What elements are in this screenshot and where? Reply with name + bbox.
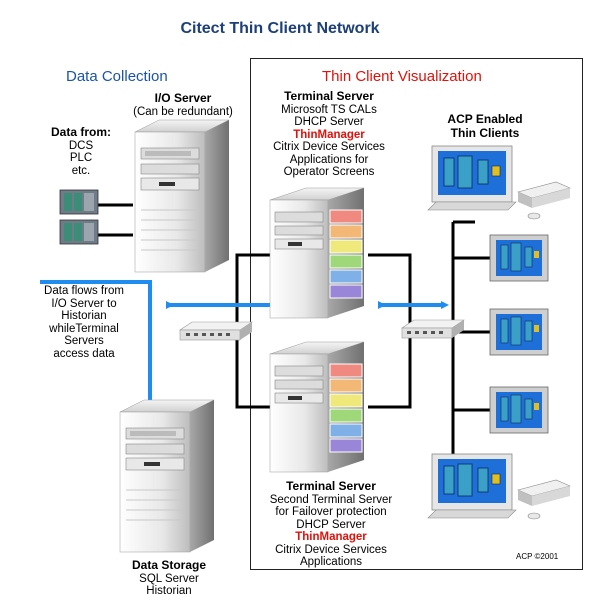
ts2-line: Second Terminal Server: [269, 493, 393, 506]
io-server-title: I/O Server: [154, 91, 212, 105]
right-hub-icon: [401, 319, 465, 339]
ts1-line: Citrix Device Services: [273, 141, 385, 153]
data-storage-label: Data Storage SQL Server Historian: [110, 559, 228, 598]
ts1-line: Operator Screens: [283, 166, 375, 178]
touch-panel-1-icon: [489, 234, 549, 282]
thin-clients-title-1: ACP Enabled: [447, 112, 523, 126]
data-from-title: Data from:: [50, 125, 111, 139]
flow-note-line: whileTerminal: [49, 322, 119, 335]
ts2-line: Applications: [299, 556, 362, 568]
ts1-line: Applications for: [289, 153, 369, 166]
ts1-line: DHCP Server: [294, 116, 364, 128]
plc-module-2-icon: [59, 219, 99, 245]
ts2-thinmanager: ThinManager: [295, 531, 367, 543]
data-flow-arrows: [40, 280, 449, 418]
terminal-server-2-label: Terminal Server Second Terminal Server f…: [264, 480, 398, 569]
left-hub-icon: [179, 321, 253, 341]
server-color-bands: [329, 209, 363, 299]
thin-client-terminal-2-icon: [427, 453, 571, 520]
plc-module-1-icon: [59, 189, 99, 215]
terminal-server-1-tower: [269, 187, 365, 319]
data-storage-line: Historian: [146, 585, 192, 597]
thin-clients-title-2: Thin Clients: [450, 125, 520, 140]
flow-note-line: Servers: [64, 335, 104, 347]
terminal-server-2-tower: [269, 341, 365, 473]
flow-note-line: Historian: [61, 310, 107, 322]
touch-panel-2-icon: [489, 308, 549, 356]
data-storage-tower: [119, 399, 215, 553]
flow-note: Data flows from I/O Server to Historian …: [30, 285, 138, 360]
ts2-line: DHCP Server: [296, 518, 366, 531]
terminal-server-1-label: Terminal Server Microsoft TS CALs DHCP S…: [262, 90, 396, 179]
ts1-line: Microsoft TS CALs: [281, 103, 377, 116]
data-storage-line: SQL Server: [139, 572, 199, 585]
thin-client-viz-heading: Thin Client Visualization: [322, 68, 482, 85]
data-from-etc: etc.: [71, 164, 91, 177]
flow-note-line: Data flows from: [44, 285, 124, 297]
copyright-text: ACP ©2001: [516, 552, 559, 561]
thin-clients-label: ACP Enabled Thin Clients: [420, 113, 550, 140]
flow-note-line: access data: [53, 347, 115, 360]
page-title: Citect Thin Client Network: [180, 20, 380, 37]
io-server-subtitle: (Can be redundant): [133, 105, 233, 118]
data-storage-title: Data Storage: [131, 558, 207, 572]
io-server-tower: [134, 119, 230, 273]
terminal-server-2-title: Terminal Server: [286, 479, 376, 493]
data-from-plc: PLC: [69, 152, 93, 164]
data-collection-heading: Data Collection: [66, 68, 168, 85]
io-server-label: I/O Server (Can be redundant): [110, 92, 256, 118]
data-from-label: Data from: DCS PLC etc.: [38, 126, 124, 177]
ts1-thinmanager: ThinManager: [293, 128, 365, 141]
ts2-line: Citrix Device Services: [275, 543, 387, 556]
terminal-server-1-title: Terminal Server: [284, 89, 374, 103]
flow-note-line: I/O Server to: [51, 297, 117, 310]
thin-client-terminal-1-icon: [427, 145, 571, 220]
data-from-dcs: DCS: [68, 139, 94, 152]
touch-panel-3-icon: [489, 386, 549, 434]
ts2-line: for Failover protection: [275, 506, 387, 518]
